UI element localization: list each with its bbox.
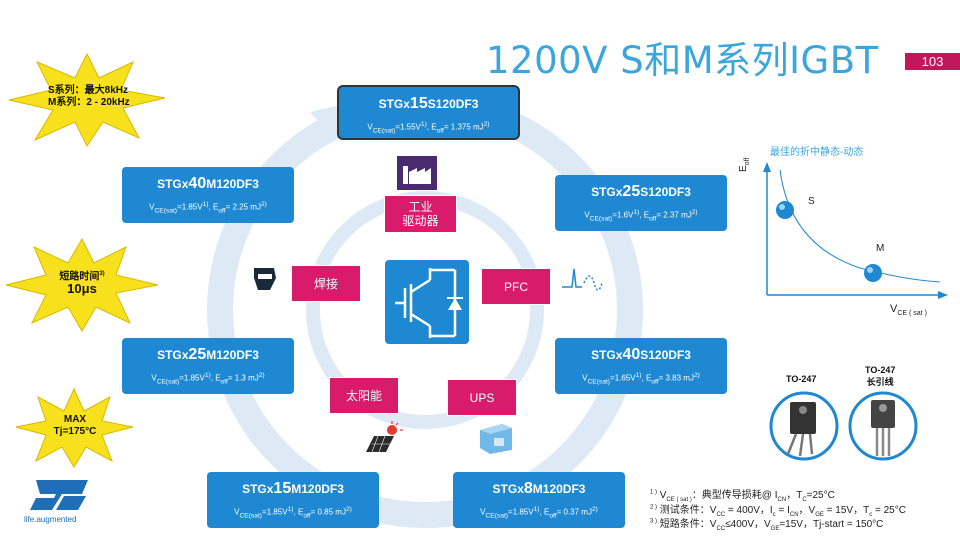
tradeoff-y-label: Eoff bbox=[738, 157, 751, 172]
note-2: 2 ) 测试条件：VCC = 400V，Ic = ICN，VGE = 15V，T… bbox=[650, 504, 906, 518]
star-frequency-text: S系列：最大8kHz M系列：2 - 20kHz bbox=[48, 85, 130, 108]
tradeoff-point-m-label: M bbox=[876, 243, 885, 254]
star-badge-tj bbox=[15, 387, 134, 468]
product-stgx8m120df3: STGx8M120DF3 VCE(sat)=1.85V1), Eoff= 0.3… bbox=[453, 472, 625, 528]
app-industrial-drive: 工业 驱动器 bbox=[384, 195, 457, 233]
app-ups: UPS bbox=[447, 379, 517, 416]
app-welding: 焊接 bbox=[291, 265, 361, 302]
product-stgx15s120df3: STGx15S120DF3 VCE(sat)=1.55V1), Eoff= 1.… bbox=[337, 85, 520, 140]
solar-panel-icon bbox=[366, 421, 403, 453]
app-solar: 太阳能 bbox=[329, 377, 399, 414]
waveform-icon bbox=[562, 268, 603, 291]
note-1: 1 ) VCE ( sat )：典型传导损耗@ ICN，TC=25°C bbox=[650, 489, 835, 503]
page-title: 1200V S和M系列IGBT bbox=[486, 39, 879, 82]
product-stgx40m120df3: STGx40M120DF3 VCE(sat)=1.85V1), Eoff= 2.… bbox=[122, 167, 294, 223]
star-tj-text: MAX Tj=175°C bbox=[53, 414, 97, 437]
ups-device-icon bbox=[480, 424, 512, 454]
product-stgx15m120df3: STGx15M120DF3 VCE(sat)=1.85V1), Eoff= 0.… bbox=[207, 472, 379, 528]
package-to247-label: TO-247 bbox=[786, 374, 817, 384]
point-m bbox=[864, 264, 882, 282]
st-logo-icon bbox=[30, 480, 88, 510]
star-badge-short-circuit bbox=[5, 237, 159, 332]
tradeoff-point-s-label: S bbox=[808, 196, 815, 207]
note-3: 3 ) 短路条件：VCC≤400V，VGE=15V，Tj-start = 150… bbox=[650, 518, 884, 532]
product-stgx40s120df3: STGx40S120DF3 VCE(sat)=1.65V1), Eoff= 3.… bbox=[555, 338, 727, 394]
page-number: 103 bbox=[905, 53, 960, 70]
factory-icon bbox=[397, 156, 437, 190]
tradeoff-chart bbox=[763, 162, 948, 299]
welding-icon bbox=[254, 268, 276, 290]
package-to247-icon bbox=[769, 391, 839, 461]
star-short-circuit-text: 短路时间3) 10μs bbox=[59, 271, 105, 297]
app-pfc: PFC bbox=[481, 268, 551, 305]
point-s bbox=[776, 201, 794, 219]
star-badge-frequency bbox=[8, 52, 166, 147]
tradeoff-x-label: VCE ( sat ) bbox=[890, 303, 927, 318]
tradeoff-chart-title: 最佳的折中静态-动态 bbox=[770, 147, 864, 158]
product-stgx25s120df3: STGx25S120DF3 VCE(sat)=1.6V1), Eoff= 2.3… bbox=[555, 175, 727, 231]
product-stgx25m120df3: STGx25M120DF3 VCE(sat)=1.85V1), Eoff= 1.… bbox=[122, 338, 294, 394]
package-to247-long-icon bbox=[848, 391, 918, 461]
package-to247-long-label: TO-247 长引线 bbox=[865, 365, 896, 387]
st-logo-tagline: life.augmented bbox=[24, 515, 77, 524]
